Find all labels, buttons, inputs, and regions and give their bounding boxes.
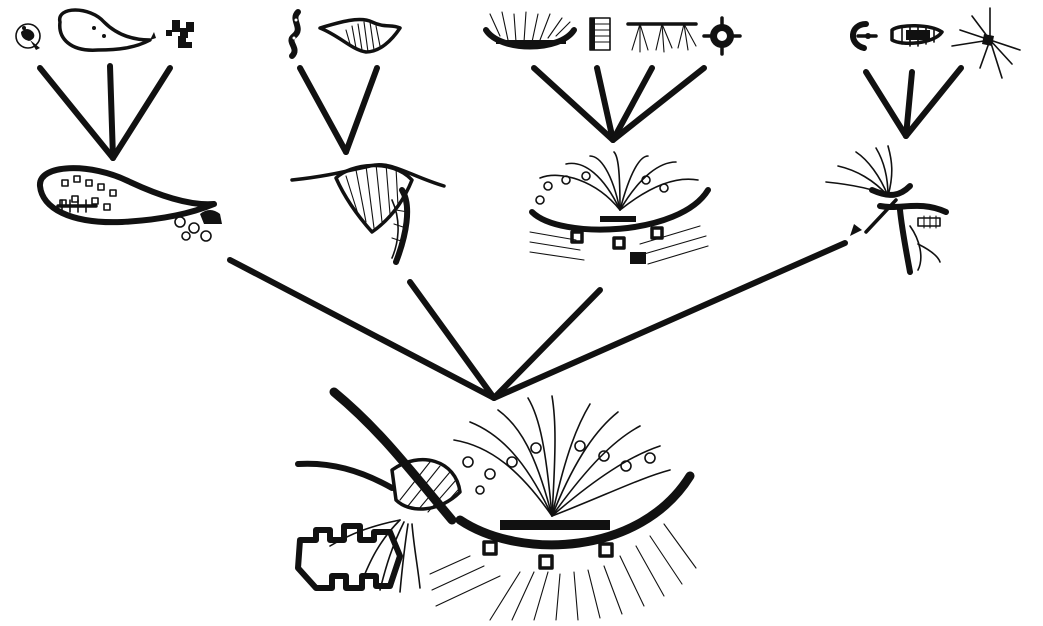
striped-spindle-icon	[320, 20, 400, 52]
tadpole-outline-icon	[60, 10, 156, 50]
connector-g4-a	[866, 72, 906, 136]
connector-m1	[230, 260, 494, 398]
spoked-circle-icon	[704, 18, 740, 54]
connector-g2-b	[346, 68, 377, 152]
tentacled-bowl-node	[530, 152, 708, 264]
connector-m3	[494, 290, 600, 398]
segmented-larva-icon	[892, 26, 942, 46]
connector-m2	[410, 282, 494, 398]
connector-g3-c	[613, 68, 652, 140]
striped-tent-node	[292, 164, 444, 262]
coiled-creature-icon	[16, 24, 40, 50]
connector-m4	[494, 243, 845, 398]
bottom-connectors	[230, 243, 845, 398]
claw-shell-icon	[853, 24, 876, 48]
connector-g1-c	[113, 68, 170, 158]
connector-g1-a	[40, 68, 113, 158]
worm-strand-icon	[291, 12, 298, 56]
dotted-teardrop-node	[40, 168, 222, 241]
striped-block-icon	[590, 18, 610, 50]
composite-organism-node	[298, 392, 696, 620]
connector-g3-d	[613, 68, 704, 140]
fringed-bowl-icon	[486, 12, 574, 47]
connector-g1-b	[110, 66, 113, 158]
top-connectors	[40, 66, 961, 158]
comb-filaments-icon	[628, 24, 696, 52]
branching-fragment-icon	[166, 20, 194, 48]
connector-g2-a	[300, 68, 346, 152]
splayed-brush-node	[826, 146, 946, 272]
